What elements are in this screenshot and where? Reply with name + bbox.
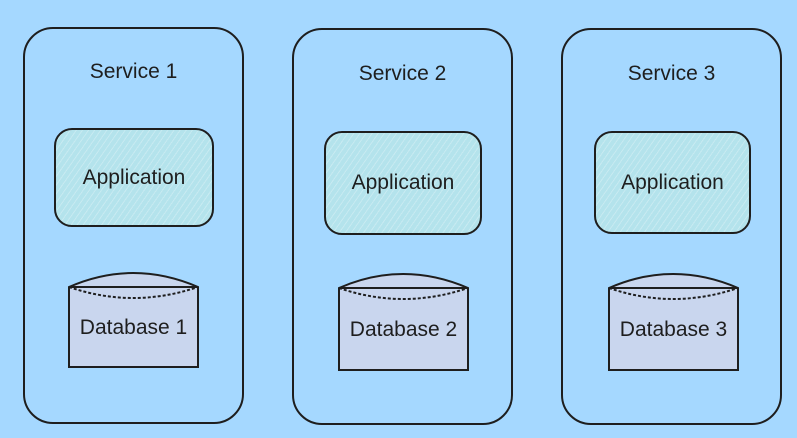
database-label: Database 2	[349, 318, 458, 341]
application-box: Application	[594, 131, 751, 234]
service-title: Service 1	[89, 60, 178, 83]
database-cylinder: Database 2	[337, 270, 470, 372]
application-label: Application	[621, 170, 724, 194]
database-icon	[68, 272, 199, 368]
service-container-1: Service 1 Application Database 1	[23, 27, 244, 424]
database-icon	[338, 273, 469, 371]
application-box: Application	[324, 131, 482, 235]
application-label: Application	[351, 171, 455, 194]
database-icon	[608, 273, 739, 371]
application-label: Application	[82, 165, 186, 189]
service-container-3: Service 3 Application Database 3	[561, 28, 782, 425]
application-box: Application	[54, 128, 214, 227]
service-title: Service 3	[627, 62, 716, 85]
database-label: Database 3	[619, 318, 728, 341]
database-cylinder: Database 1	[67, 269, 200, 369]
database-label: Database 1	[79, 316, 188, 339]
service-title: Service 2	[358, 62, 447, 85]
database-cylinder: Database 3	[607, 270, 740, 372]
service-container-2: Service 2 Application Database 2	[292, 28, 513, 425]
